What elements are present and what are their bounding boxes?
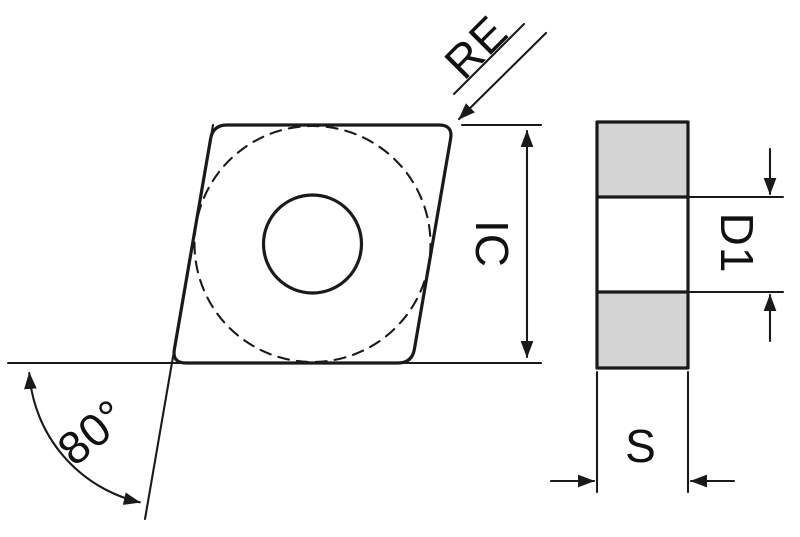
ic-label: IC [466, 220, 518, 268]
insert-front-view [172, 123, 453, 365]
side-view-top-band [597, 122, 688, 197]
insert-side-view [595, 120, 690, 370]
re-label: RE [434, 5, 517, 88]
center-hole [261, 193, 364, 295]
side-view-hole-band [597, 197, 688, 292]
re-label-underline [452, 22, 526, 96]
d1-label: D1 [711, 213, 763, 274]
s-label: S [625, 420, 657, 472]
side-view-outline [595, 120, 690, 370]
inscribed-circle-dashed [193, 124, 432, 364]
angle-dimension-arc [24, 371, 141, 505]
angle-label: 80° [47, 389, 136, 475]
side-view-bottom-band [597, 292, 688, 368]
re-leader-arrow [457, 31, 548, 121]
